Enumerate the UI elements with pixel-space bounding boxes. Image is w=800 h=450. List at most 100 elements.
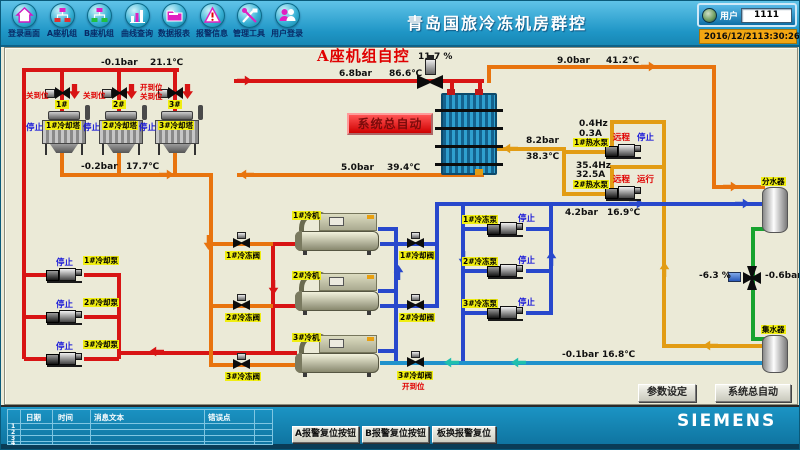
chiller-2[interactable] xyxy=(295,269,379,315)
pipe xyxy=(461,269,489,273)
tower-leg xyxy=(194,144,196,155)
chiller-end-cap xyxy=(295,291,302,311)
cooling-valve-2[interactable] xyxy=(406,294,425,310)
valve-label: 1#冷却阀 xyxy=(399,251,436,260)
tower-valve-1[interactable] xyxy=(45,85,70,99)
pump-body xyxy=(500,222,517,235)
pump-status: 停止 xyxy=(518,298,536,308)
hx-alarm-reset-button[interactable]: 板换报警复位 xyxy=(432,426,496,443)
valve-body xyxy=(407,357,424,367)
page-title: 青岛国旅冷冻机房群控 xyxy=(407,14,588,33)
chilled-pump-3[interactable] xyxy=(487,305,525,321)
bar-chart-icon xyxy=(124,3,150,28)
pump-label: 1#热水泵 xyxy=(573,138,610,147)
user-avatar-icon xyxy=(702,7,717,23)
chiller-label: 2#冷机 xyxy=(292,271,321,280)
cooling-tower-3[interactable] xyxy=(155,105,203,155)
chilled-valve-1[interactable] xyxy=(232,232,251,248)
valve-body xyxy=(407,238,424,248)
siemens-logo: SIEMENS xyxy=(677,411,777,431)
warning-triangle-icon xyxy=(199,3,225,28)
valve-body xyxy=(407,300,424,310)
tower-valve-2[interactable] xyxy=(102,85,127,99)
cooling-pump-2[interactable] xyxy=(46,309,84,325)
hot-water-pump-1[interactable] xyxy=(605,143,643,159)
pump-nozzle xyxy=(634,187,641,194)
pump-label: 2#冷冻泵 xyxy=(462,257,499,266)
valve-position-status: 开到位 xyxy=(140,83,163,92)
chiller-screen xyxy=(329,339,344,348)
param-setting-button[interactable]: 参数设定 xyxy=(638,384,696,402)
hx-tie-rod xyxy=(435,145,503,148)
cooling-tower-1[interactable] xyxy=(42,105,90,155)
chiller-label: 1#冷机 xyxy=(292,211,321,220)
valve-actuator xyxy=(425,59,436,75)
hx-return-pressure: 5.0bar xyxy=(341,163,374,173)
pipe xyxy=(378,289,398,293)
table-grid-line xyxy=(204,410,205,444)
hot-supply-valve[interactable] xyxy=(416,55,443,89)
system-auto-button[interactable]: 系统总自动 xyxy=(715,384,791,402)
toolbar-item-user-login[interactable]: 用户登录 xyxy=(268,3,306,45)
tower-leg xyxy=(158,144,160,155)
pipe xyxy=(487,65,716,69)
tower-leg xyxy=(138,144,140,155)
user-label: 用户 xyxy=(720,11,739,22)
toolbar-item-plant-b[interactable]: B座机组 xyxy=(80,3,118,45)
pump-base xyxy=(488,319,523,321)
valve-badge: 1# xyxy=(55,100,69,109)
alarm-reset-b-button[interactable]: B报警复位按钮 xyxy=(362,426,429,443)
pump-base xyxy=(488,235,523,237)
chiller-end-cap xyxy=(295,231,302,251)
tower-status: 停止 xyxy=(26,123,44,133)
chilled-valve-2[interactable] xyxy=(232,294,251,310)
pump-label: 1#冷却泵 xyxy=(83,256,120,265)
pump-base xyxy=(47,365,82,367)
valve-actuator xyxy=(45,89,55,98)
valve-badge: 2# xyxy=(112,100,126,109)
alarm-table[interactable]: 日期 时间 消息文本 错误点 1 2 3 4 xyxy=(7,409,273,447)
cooling-tower-2[interactable] xyxy=(99,105,147,155)
chiller-3[interactable] xyxy=(295,331,379,377)
pump-nozzle xyxy=(516,265,523,272)
toolbar-label: 报警信息 xyxy=(196,29,228,38)
system-auto-mode-button[interactable]: 系统总自动 xyxy=(347,113,433,135)
toolbar-item-login-screen[interactable]: 登录画面 xyxy=(5,3,43,45)
column-header-message: 消息文本 xyxy=(94,413,124,422)
tower-supply-temp: 21.1℃ xyxy=(150,58,184,68)
bypass-valve[interactable] xyxy=(728,266,764,290)
valve-actuator xyxy=(158,89,168,98)
hx-port xyxy=(475,89,483,95)
hot-water-pump-2[interactable] xyxy=(605,185,643,201)
row-number: 1 xyxy=(11,423,16,430)
alarm-reset-a-button[interactable]: A报警复位按钮 xyxy=(292,426,359,443)
hx-tie-rod xyxy=(435,163,503,166)
tower-valve-3[interactable] xyxy=(158,85,183,99)
pump-motor xyxy=(46,270,59,281)
toolbar-item-curve-query[interactable]: 曲线查询 xyxy=(118,3,156,45)
toolbar-label: 管理工具 xyxy=(233,29,265,38)
pump-status: 停止 xyxy=(56,342,74,352)
chilled-pump-1[interactable] xyxy=(487,221,525,237)
valve-label: 2#冷冻阀 xyxy=(225,313,262,322)
flow-arrow-right xyxy=(641,61,656,72)
toolbar-item-plant-a[interactable]: A座机组 xyxy=(43,3,81,45)
chilled-valve-3[interactable] xyxy=(232,353,251,369)
pipe xyxy=(209,173,213,367)
hot-valve-position: 11.7 % xyxy=(418,52,453,62)
plate-heat-exchanger[interactable] xyxy=(441,93,497,175)
cooling-pump-3[interactable] xyxy=(46,351,84,367)
table-grid-line xyxy=(8,441,272,442)
toolbar-item-alarm-info[interactable]: 报警信息 xyxy=(193,3,231,45)
toolbar-item-data-report[interactable]: 数据报表 xyxy=(155,3,193,45)
tower-label: 1#冷却塔 xyxy=(45,121,82,130)
tower-label: 2#冷却塔 xyxy=(102,121,139,130)
chilled-pump-2[interactable] xyxy=(487,263,525,279)
cooling-valve-1[interactable] xyxy=(406,232,425,248)
user-input[interactable]: 1111 xyxy=(741,7,792,23)
toolbar-item-admin-tools[interactable]: 管理工具 xyxy=(230,3,268,45)
collector-label: 集水器 xyxy=(761,325,786,334)
secondary-supply-pressure: 9.0bar xyxy=(557,56,590,66)
cooling-pump-1[interactable] xyxy=(46,267,84,283)
cooling-valve-3[interactable] xyxy=(406,351,425,367)
